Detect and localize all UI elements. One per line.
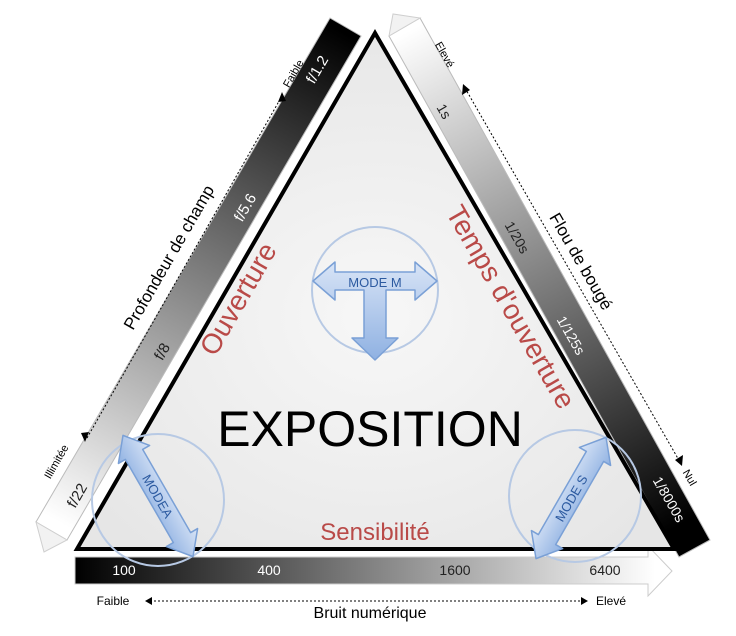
mode-a-arrow-icon: [117, 434, 199, 558]
mode-s-circle: [508, 429, 642, 563]
iso-side-title: Sensibilité: [320, 519, 429, 546]
noise-effect-high: Elevé: [596, 594, 626, 608]
noise-effect-label: Bruit numérique: [314, 605, 427, 622]
mode-s-arrow-icon: [530, 436, 612, 560]
aperture-scale-bar: [35, 17, 362, 553]
diagram-title: EXPOSITION: [217, 401, 523, 457]
iso-stop-4: 6400: [589, 562, 620, 578]
aperture-stop-3: f/8: [151, 340, 174, 363]
aperture-effect-arrow: [86, 95, 283, 439]
shutter-effect-high: Nul: [680, 468, 699, 488]
noise-effect-low: Faible: [97, 594, 130, 608]
mode-a-circle: [91, 433, 225, 567]
mode-m-group: MODE M: [311, 226, 439, 361]
iso-stop-1: 100: [112, 562, 136, 578]
iso-scale-bar: [74, 544, 673, 598]
mode-m-t-arrow-icon: [312, 261, 438, 361]
iso-stop-2: 400: [257, 562, 281, 578]
shutter-stop-1: 1s: [433, 101, 454, 122]
mode-m-label: MODE M: [348, 275, 401, 290]
shutter-scale-bar: [388, 13, 711, 558]
iso-stop-3: 1600: [439, 562, 470, 578]
